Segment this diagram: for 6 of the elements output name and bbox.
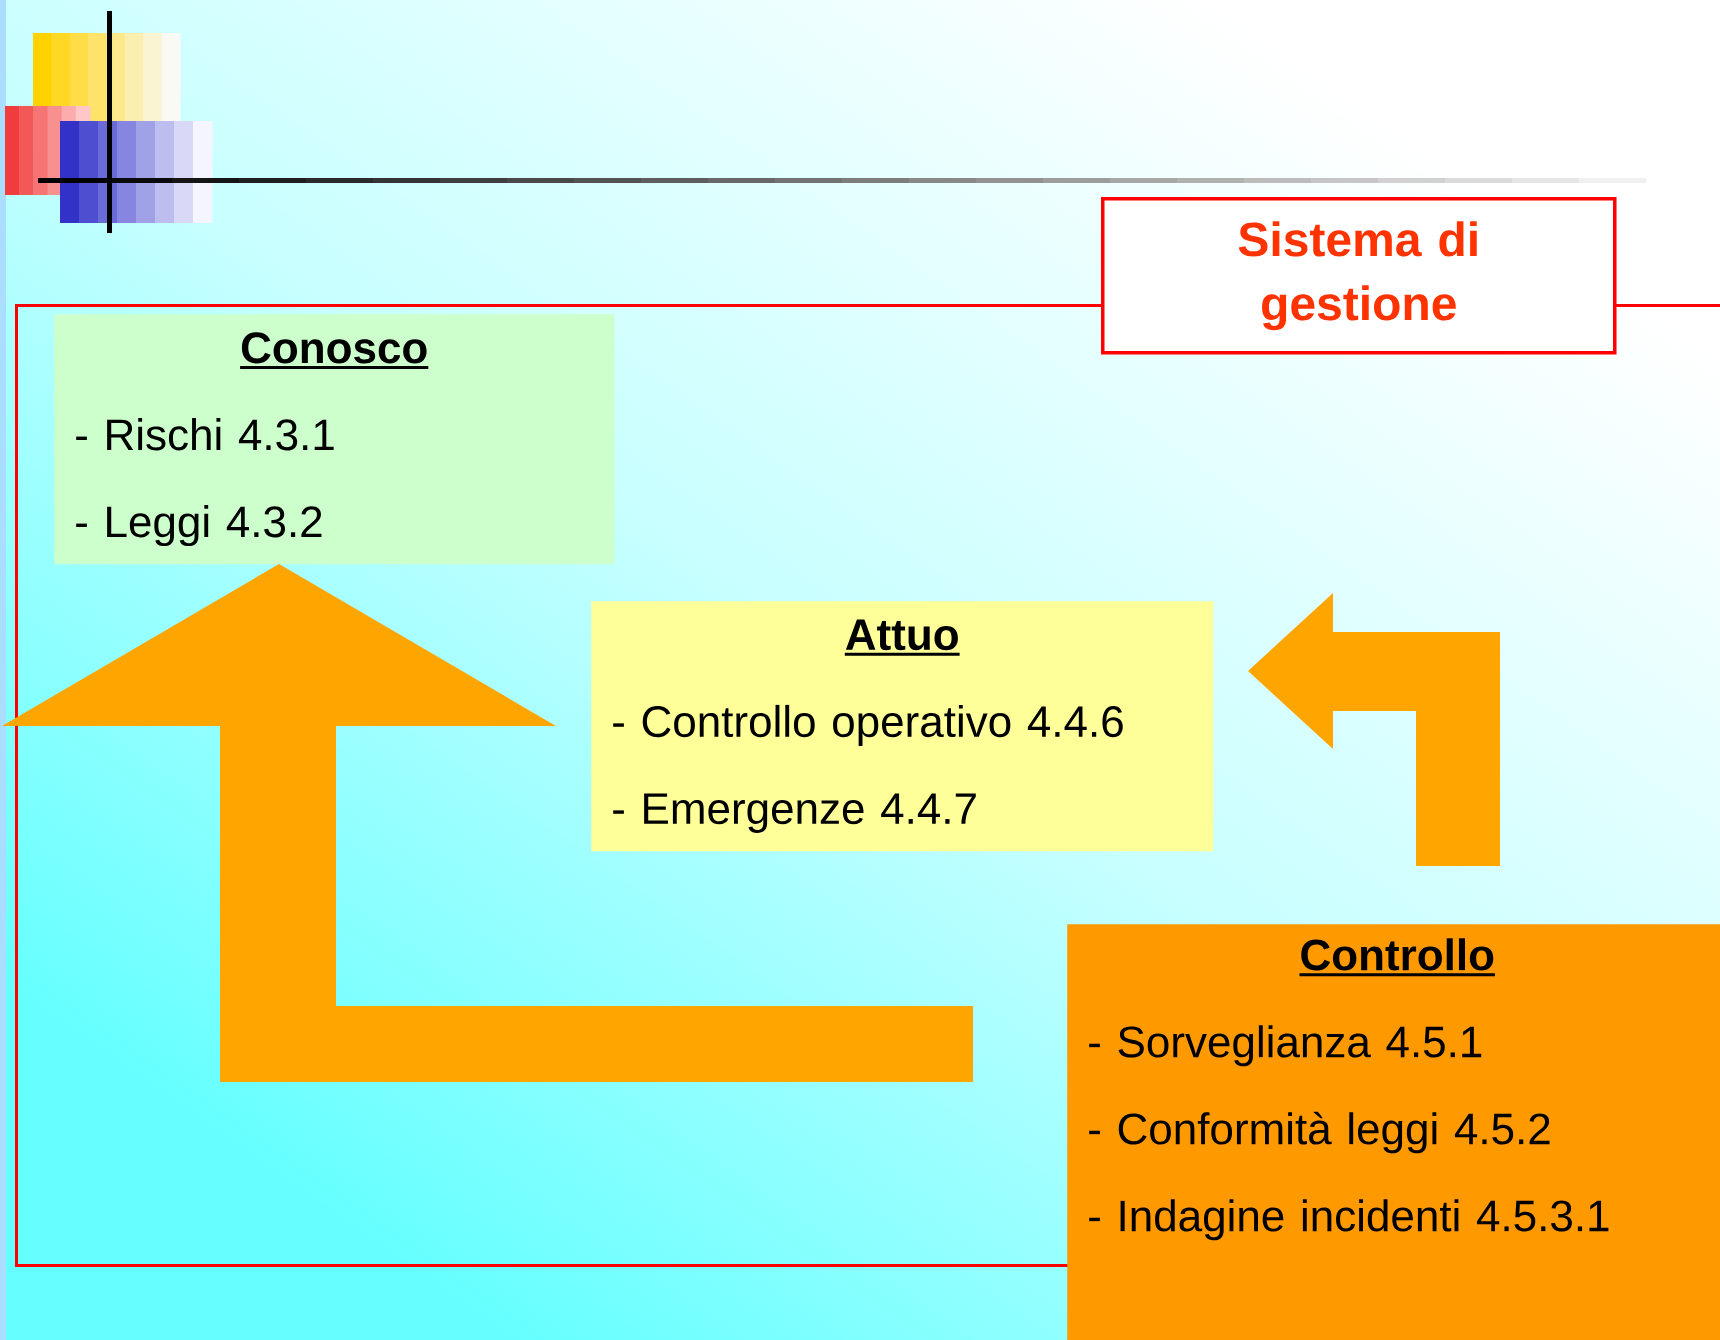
- text-box: Controllo - Sorveglianza 4.5.1 - Conformità leggi 4.5.2 - Indagine incidenti 4.5.3.1: [1067, 924, 1720, 1340]
- block-arrow: [2, 564, 973, 1082]
- text-box: Conosco - Rischi 4.3.1 - Leggi 4.3.2: [54, 314, 615, 565]
- text-box: Attuo - Controllo operativo 4.4.6 - Emergenze 4.4.7: [591, 601, 1214, 852]
- heading-box: Sistema di gestione: [1101, 197, 1617, 355]
- block-arrow: [1248, 593, 1500, 866]
